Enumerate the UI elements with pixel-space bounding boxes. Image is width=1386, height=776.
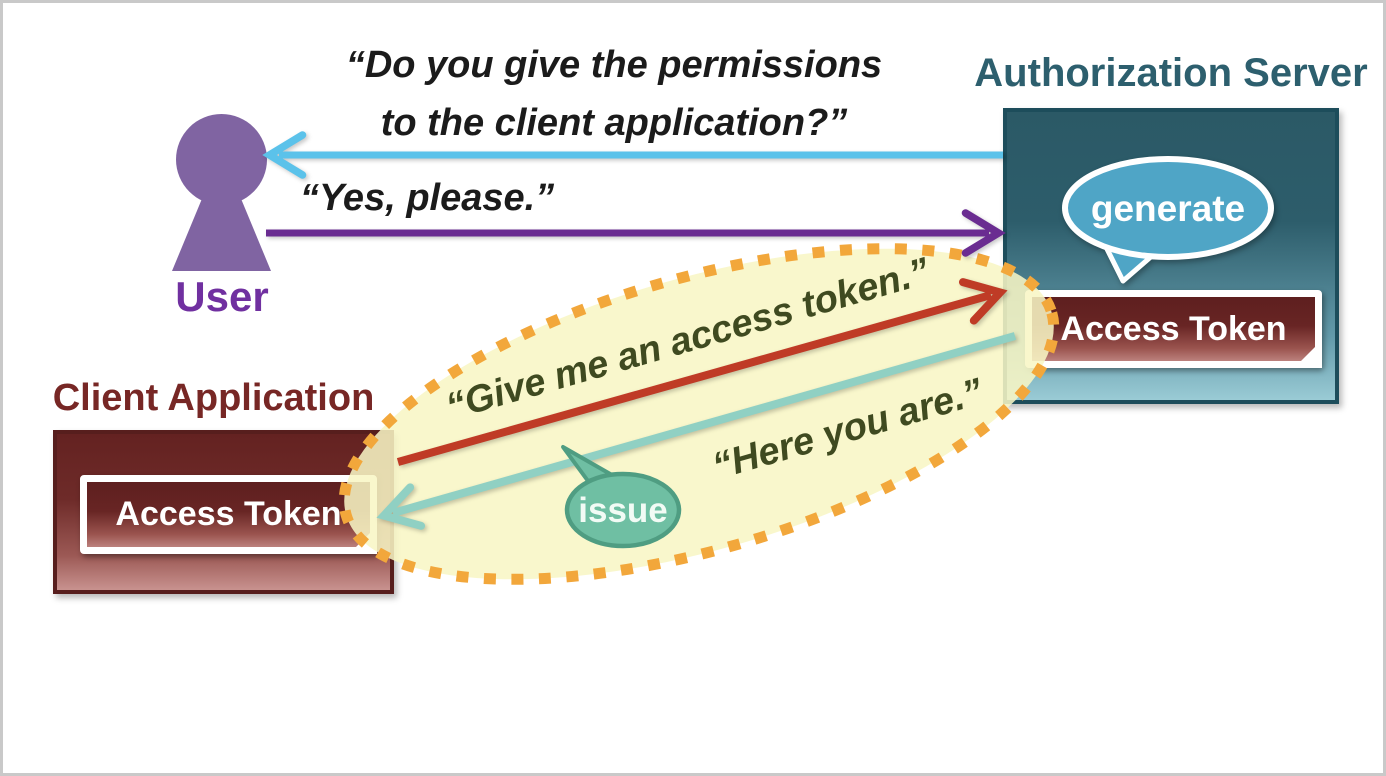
issue-bubble-label: issue bbox=[578, 491, 668, 530]
person-icon-head bbox=[176, 114, 267, 205]
consent-question-line2: to the client application?” bbox=[380, 102, 848, 144]
generate-bubble-ellipse bbox=[1062, 156, 1274, 260]
authorization-server-label: Authorization Server bbox=[974, 51, 1368, 95]
client-access-token-label: Access Token bbox=[115, 495, 342, 533]
server-access-token-box: Access Token bbox=[1025, 290, 1322, 368]
token-response-arrow bbox=[376, 332, 1017, 530]
server-access-token-label: Access Token bbox=[1060, 309, 1287, 348]
generate-bubble: generate bbox=[1062, 156, 1274, 284]
client-application-label: Client Application bbox=[52, 377, 375, 419]
user-label: User bbox=[175, 273, 269, 320]
generate-bubble-label: generate bbox=[1091, 188, 1245, 229]
consent-answer-text: “Yes, please.” bbox=[300, 177, 555, 219]
client-access-token-box: Access Token bbox=[80, 475, 377, 554]
arrows-layer bbox=[262, 131, 1017, 530]
token-request-arrow bbox=[396, 278, 1008, 466]
issue-bubble-ellipse bbox=[564, 471, 682, 549]
consent-question-line1: “Do you give the permissions bbox=[345, 44, 883, 86]
issue-bubble: issue bbox=[561, 445, 682, 549]
consent-question-text: “Do you give the permissions to the clie… bbox=[308, 36, 920, 152]
